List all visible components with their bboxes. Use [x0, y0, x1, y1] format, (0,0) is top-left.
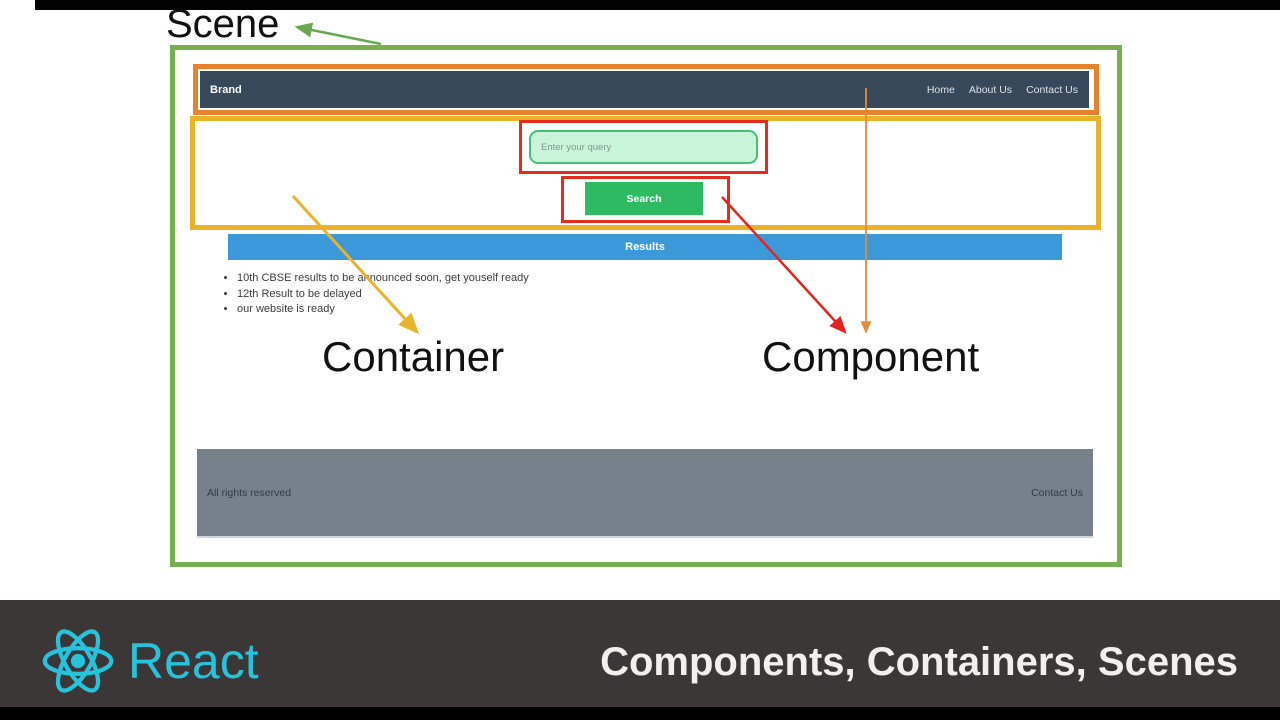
list-item: 10th CBSE results to be announced soon, … — [237, 272, 529, 284]
react-logo-icon — [42, 629, 114, 693]
search-button[interactable]: Search — [585, 182, 703, 215]
container-label: Container — [322, 333, 505, 380]
navbar-brand[interactable]: Brand — [210, 83, 242, 96]
footer-rights-text: All rights reserved — [207, 486, 292, 499]
slide-title: Components, Containers, Scenes — [600, 640, 1238, 684]
search-input-outline — [519, 120, 768, 174]
react-logo-text: React — [128, 633, 259, 689]
nav-item-about-us[interactable]: About Us — [968, 83, 1013, 96]
footer-contact-link[interactable]: Contact Us — [1031, 486, 1083, 499]
search-button-outline: Search — [561, 176, 730, 223]
search-input[interactable] — [529, 130, 758, 164]
nav-item-home[interactable]: Home — [926, 83, 955, 96]
results-header-label: Results — [625, 241, 665, 253]
list-item: our website is ready — [237, 303, 529, 315]
scene-label: Scene — [166, 2, 280, 46]
page-footer: All rights reserved Contact Us — [197, 449, 1093, 538]
navbar-component-outline: Brand Home About Us Contact Us — [193, 64, 1099, 115]
results-header-bar: Results — [228, 234, 1062, 260]
navbar: Brand Home About Us Contact Us — [200, 71, 1089, 108]
navbar-menu: Home About Us Contact Us — [927, 84, 1078, 96]
component-label: Component — [762, 333, 980, 380]
top-black-bar — [35, 0, 1280, 10]
scene-arrow — [294, 22, 382, 46]
bottom-black-strip — [0, 707, 1280, 720]
results-list: 10th CBSE results to be announced soon, … — [237, 272, 529, 319]
nav-item-contact-us[interactable]: Contact Us — [1026, 83, 1078, 96]
list-item: 12th Result to be delayed — [237, 288, 529, 300]
title-bar: React Components, Containers, Scenes — [0, 600, 1280, 707]
